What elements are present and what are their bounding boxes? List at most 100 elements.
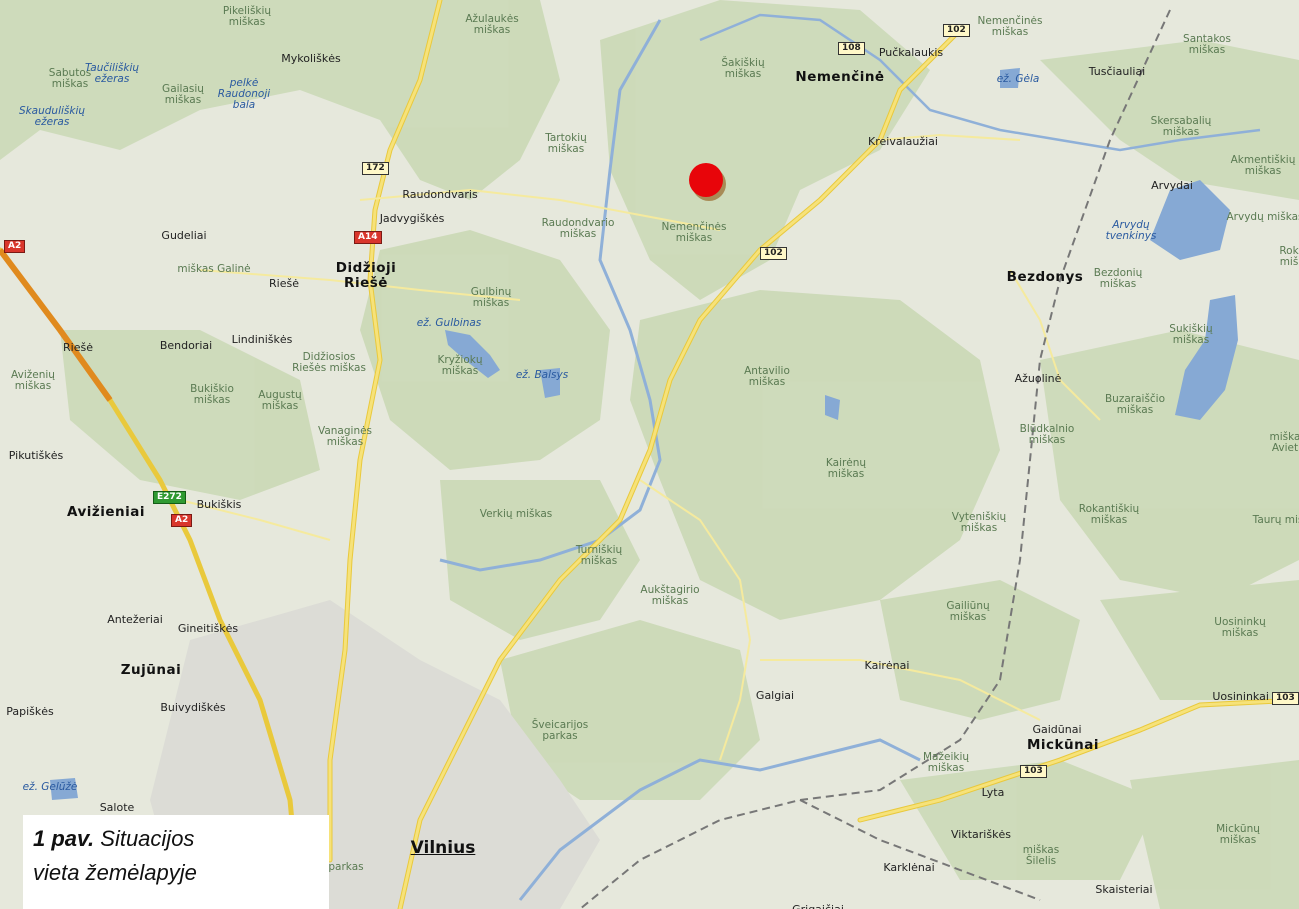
map-label: Bendoriai xyxy=(159,339,213,352)
town-label: Didžioji Riešė xyxy=(335,260,397,291)
map-label: ež. Gelūžė xyxy=(22,781,78,793)
map-label: Šakiškių miškas xyxy=(721,57,765,80)
map-label: Mickūnų miškas xyxy=(1216,823,1260,846)
map-label: Rok miš xyxy=(1279,245,1299,268)
map-label: Gailiūnų miškas xyxy=(946,600,990,623)
map-label: Gaidūnai xyxy=(1032,723,1082,736)
map-label: ež. Gulbinas xyxy=(416,317,482,329)
map-label: miškas Galinė xyxy=(177,263,251,275)
town-label: Nemenčinė xyxy=(795,69,885,85)
map-label: miška Aviet xyxy=(1269,431,1299,454)
map-label: Buzaraiščio miškas xyxy=(1104,393,1166,416)
map-label: Ažulaukės miškas xyxy=(465,13,519,36)
map-label: Papiškės xyxy=(6,705,54,718)
map-label: ež. Gėla xyxy=(996,73,1040,85)
location-marker[interactable] xyxy=(689,163,723,197)
caption-text-1: Situacijos xyxy=(94,826,195,851)
map-label: Didžiosios Riešės miškas xyxy=(292,351,366,374)
map-label: Pikeliškių miškas xyxy=(222,5,272,28)
map-label: pelkė Raudonoji bala xyxy=(217,77,271,111)
map-label: Mykoliškės xyxy=(281,52,341,65)
map-label: ež. Balsys xyxy=(515,369,569,381)
map-label: Gailasių miškas xyxy=(162,83,204,106)
caption-line-2: vieta žemėlapyje xyxy=(33,860,197,885)
road-shield: 102 xyxy=(760,247,787,260)
map-label: Turniškių miškas xyxy=(575,544,623,567)
map-label: Grigaičiai xyxy=(792,904,844,909)
map-label: parkas xyxy=(328,861,364,873)
map-label: Augustų miškas xyxy=(258,389,302,412)
map-label: Antežeriai xyxy=(107,613,163,626)
map-label: Aukštagirio miškas xyxy=(640,584,700,607)
map-label: Vanaginės miškas xyxy=(317,425,373,448)
map-label: Kryžiokų miškas xyxy=(437,354,483,377)
map-label: Skauduliškių ežeras xyxy=(18,105,86,128)
road-shield: 103 xyxy=(1020,765,1047,778)
map-label: Antavilio miškas xyxy=(744,365,790,388)
map-label: Nemenčinės miškas xyxy=(661,221,727,244)
map-label: Santakos miškas xyxy=(1183,33,1231,56)
road-shield: 102 xyxy=(943,24,970,37)
map-label: Raudondvaris xyxy=(402,188,478,201)
map-label: Skersabalių miškas xyxy=(1150,115,1212,138)
map-label: Riešė xyxy=(63,341,93,354)
city-label-vilnius: Vilnius xyxy=(410,838,476,858)
town-label: Zujūnai xyxy=(120,662,182,678)
map-label: Buivydiškės xyxy=(160,701,226,714)
road-shield: A2 xyxy=(4,240,26,253)
map-label: Rokantiškių miškas xyxy=(1078,503,1140,526)
caption-line-1: 1 pav. Situacijos xyxy=(33,825,194,853)
map-label: Verkių miškas xyxy=(479,508,553,520)
map-label: Akmentiškių miškas xyxy=(1230,154,1296,177)
map-label: Bezdonių miškas xyxy=(1093,267,1143,290)
map-label: Arvydai xyxy=(1151,179,1193,192)
road-shield: 172 xyxy=(362,162,389,175)
map-label: Uosininkai I xyxy=(1212,690,1276,703)
map-label: Ažuolinė xyxy=(1014,372,1062,385)
map-label: Taurų miš xyxy=(1252,514,1299,526)
map-label: Tartokių miškas xyxy=(545,132,587,155)
map-label: Aviženių miškas xyxy=(11,369,55,392)
town-label: Mickūnai xyxy=(1026,737,1100,753)
road-shield: 103 xyxy=(1272,692,1299,705)
map-label: Sukiškių miškas xyxy=(1169,323,1213,346)
map-label: Nemenčinės miškas xyxy=(977,15,1043,38)
road-shield: E272 xyxy=(153,491,186,504)
road-shield: 108 xyxy=(838,42,865,55)
map-label: Kreivalaužiai xyxy=(868,135,938,148)
map-label: Taučiliškių ežeras xyxy=(84,62,140,85)
map-label: Jadvygiškės xyxy=(379,212,445,225)
map-label: Gulbinų miškas xyxy=(470,286,512,309)
map-label: Skaisteriai xyxy=(1095,883,1153,896)
map-label: Galgiai xyxy=(755,689,795,702)
map-label: Kairėnai xyxy=(864,659,910,672)
road-shield: A2 xyxy=(171,514,193,527)
map-label: Šveicarijos parkas xyxy=(531,719,589,742)
figure-caption: 1 pav. Situacijos vieta žemėlapyje xyxy=(23,815,329,909)
map-label: Viktariškės xyxy=(951,828,1011,841)
map-label: Vyteniškių miškas xyxy=(951,511,1007,534)
map-label: Raudondvario miškas xyxy=(541,217,615,240)
map-label: Arvydų miškas xyxy=(1226,211,1299,223)
map-label: Pikutiškės xyxy=(8,449,64,462)
map-label: Arvydų tvenkinys xyxy=(1105,219,1157,242)
map-label: miškas Šilelis xyxy=(1022,844,1060,867)
town-label: Bezdonys xyxy=(1006,269,1084,285)
map-label: Bukiškio miškas xyxy=(190,383,234,406)
map-label: Kairėnų miškas xyxy=(825,457,867,480)
map-label: Karklėnai xyxy=(883,861,935,874)
map-label: Uosininkų miškas xyxy=(1214,616,1266,639)
map-label: Pučkalaukis xyxy=(878,46,944,59)
map-label: Gineitiškės xyxy=(177,622,239,635)
map-label: Salote xyxy=(99,801,135,814)
map-label: Lindiniškės xyxy=(231,333,293,346)
map-label: Mažeikių miškas xyxy=(922,751,970,774)
map-label: Riešė xyxy=(269,277,299,290)
town-label: Avižieniai xyxy=(66,504,146,520)
map-label: Lyta xyxy=(981,786,1005,799)
map-label: Gudeliai xyxy=(161,229,207,242)
caption-figure-number: 1 pav. xyxy=(33,826,95,851)
map-label: Tusčiauliai xyxy=(1088,65,1146,78)
